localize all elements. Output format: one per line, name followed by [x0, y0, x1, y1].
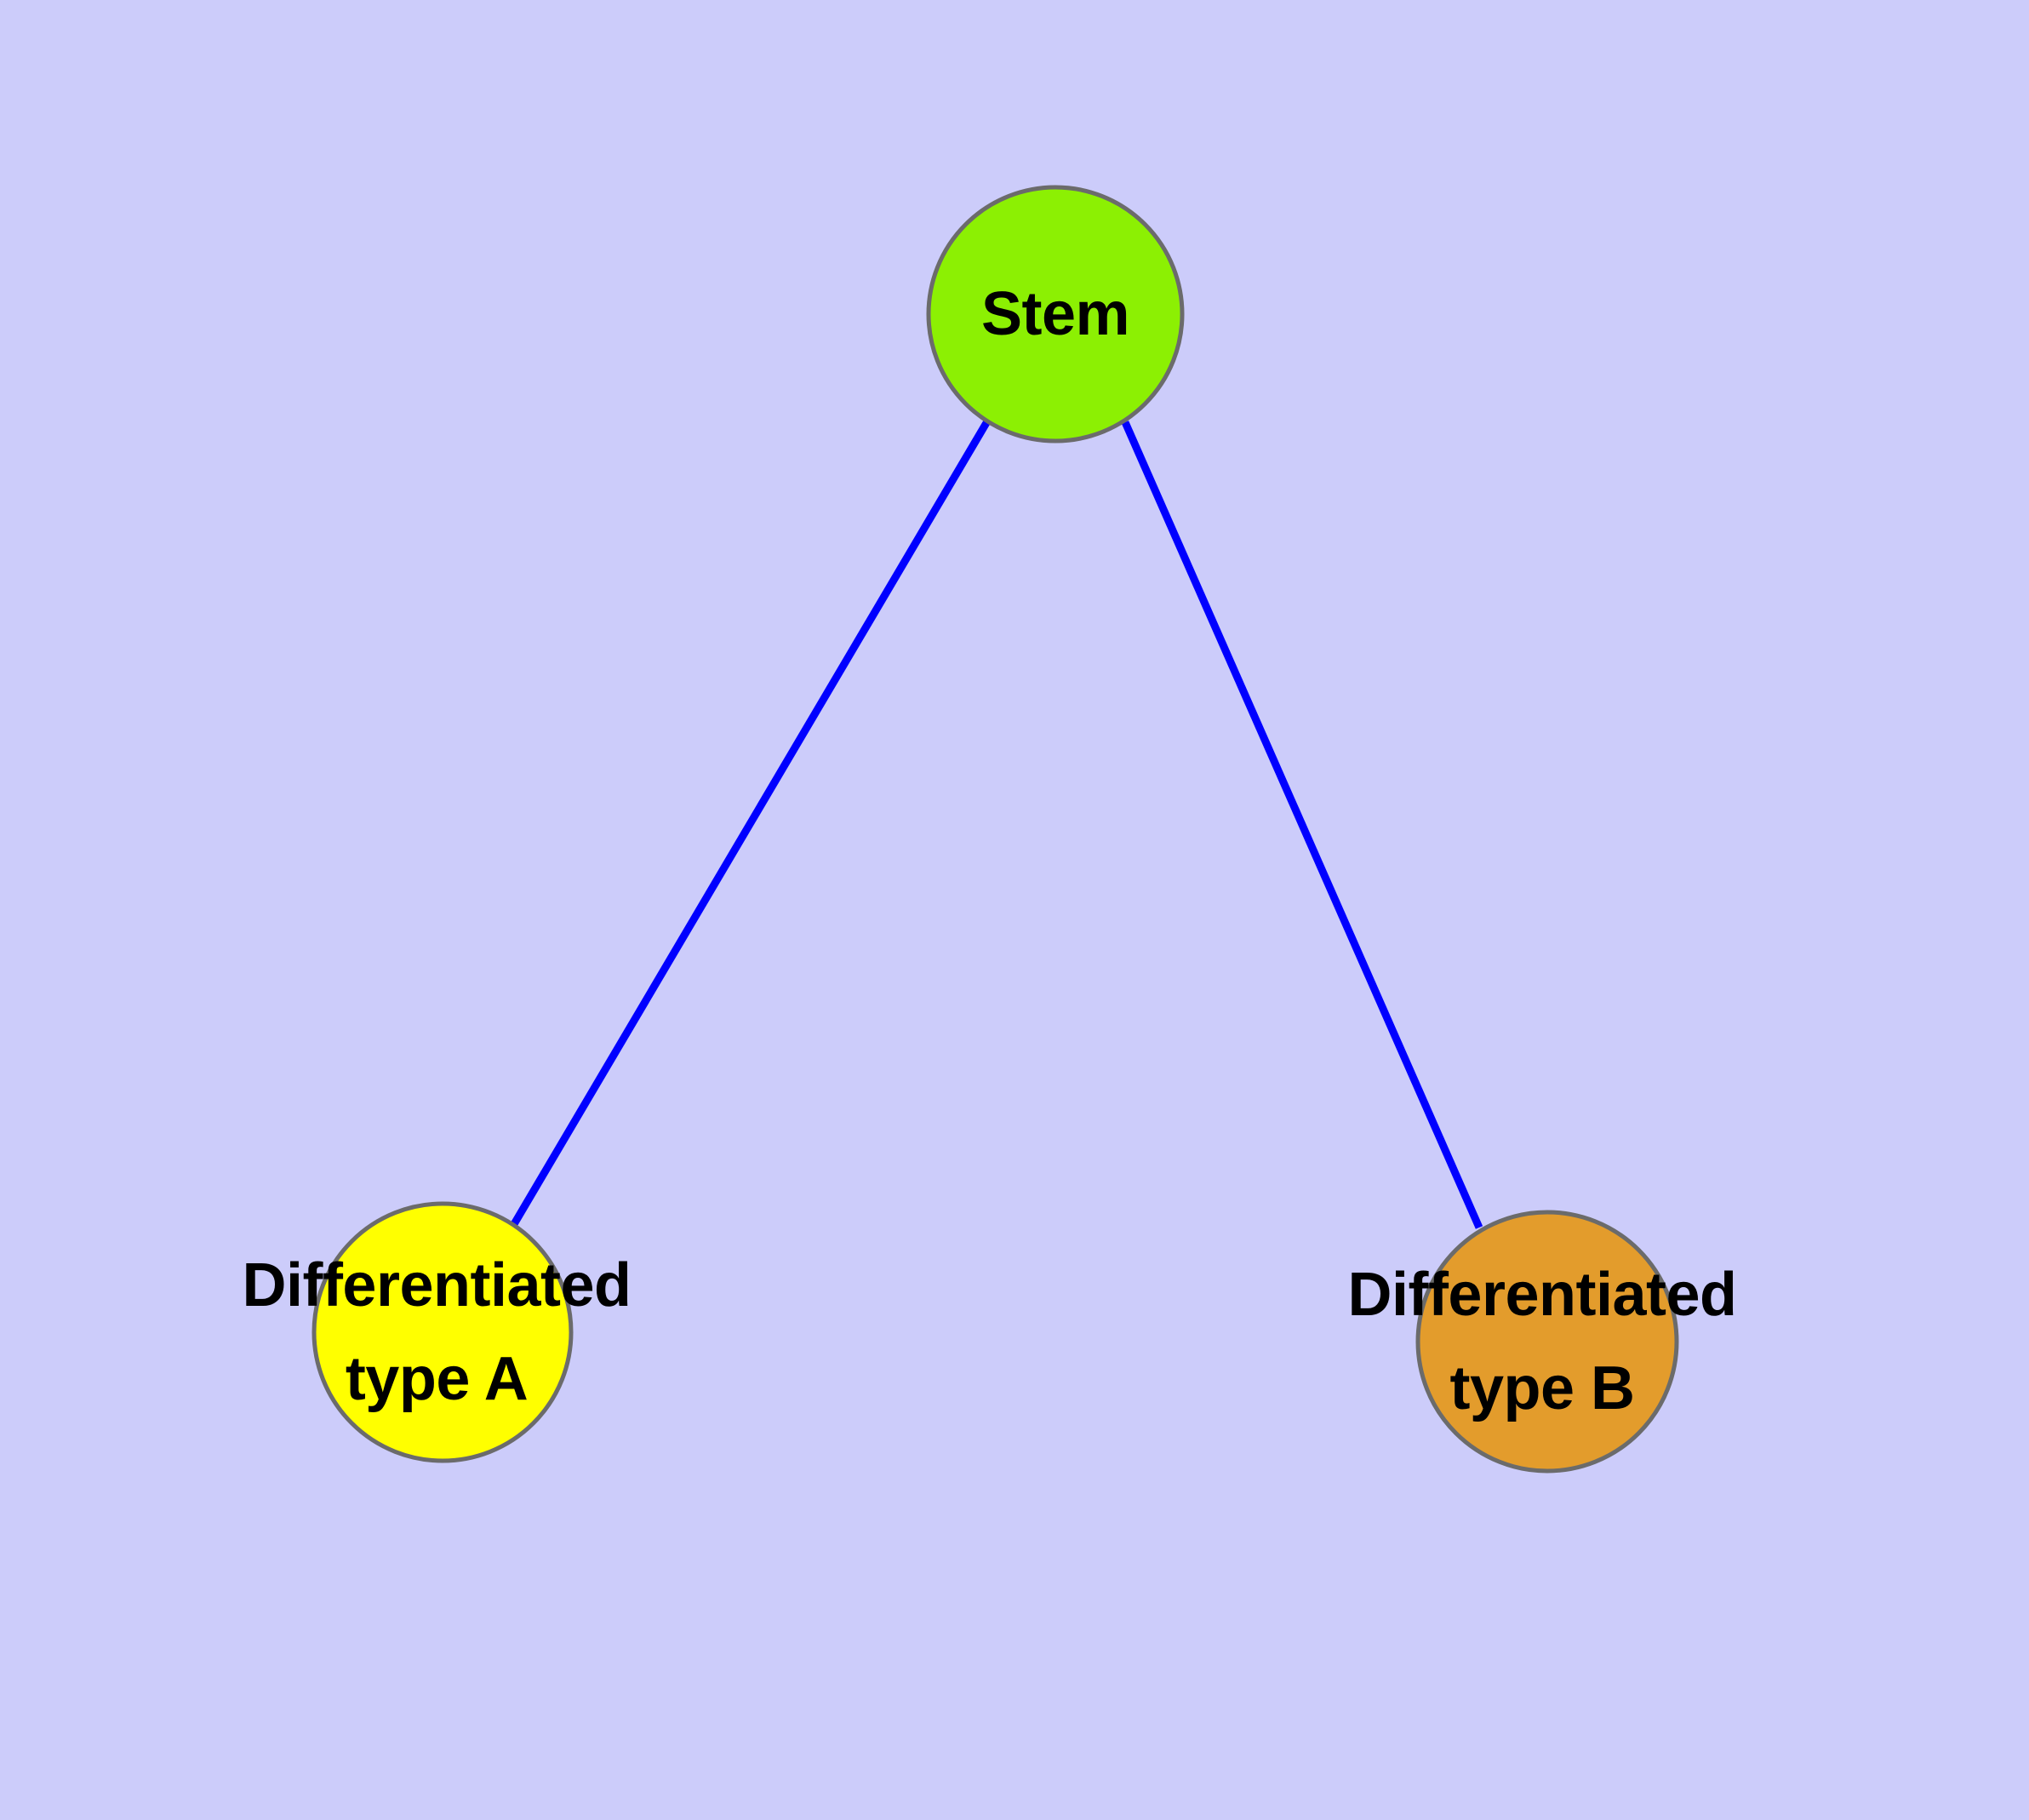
node-stem[interactable] — [926, 185, 1185, 444]
edge-stem-to-differentiated-type-b[interactable] — [1121, 421, 1483, 1229]
node-layer — [311, 185, 1679, 1474]
node-differentiated-type-b[interactable] — [1415, 1210, 1679, 1474]
edge-stem-to-differentiated-type-a[interactable] — [511, 419, 991, 1227]
edge-layer — [511, 419, 1483, 1229]
node-differentiated-type-a[interactable] — [311, 1201, 574, 1463]
